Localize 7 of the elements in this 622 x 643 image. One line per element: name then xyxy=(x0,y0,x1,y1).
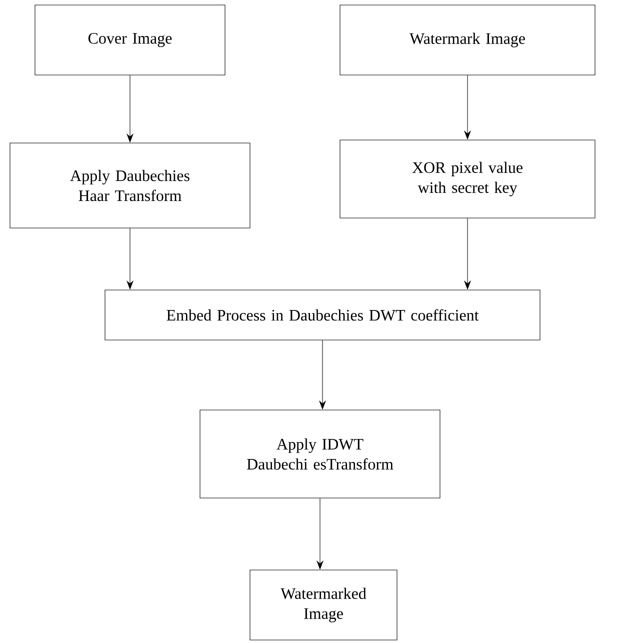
process-box: Cover Image xyxy=(34,4,226,76)
process-box: XOR pixel value with secret key xyxy=(340,140,596,218)
process-box: Apply IDWT Daubechi esTransform xyxy=(200,410,440,498)
process-box: Apply Daubechies Haar Transform xyxy=(10,142,250,228)
process-box: Embed Process in Daubechies DWT coefficient xyxy=(104,290,540,340)
process-box: Watermarked Image xyxy=(250,570,398,640)
process-box: Watermark Image xyxy=(340,4,596,76)
